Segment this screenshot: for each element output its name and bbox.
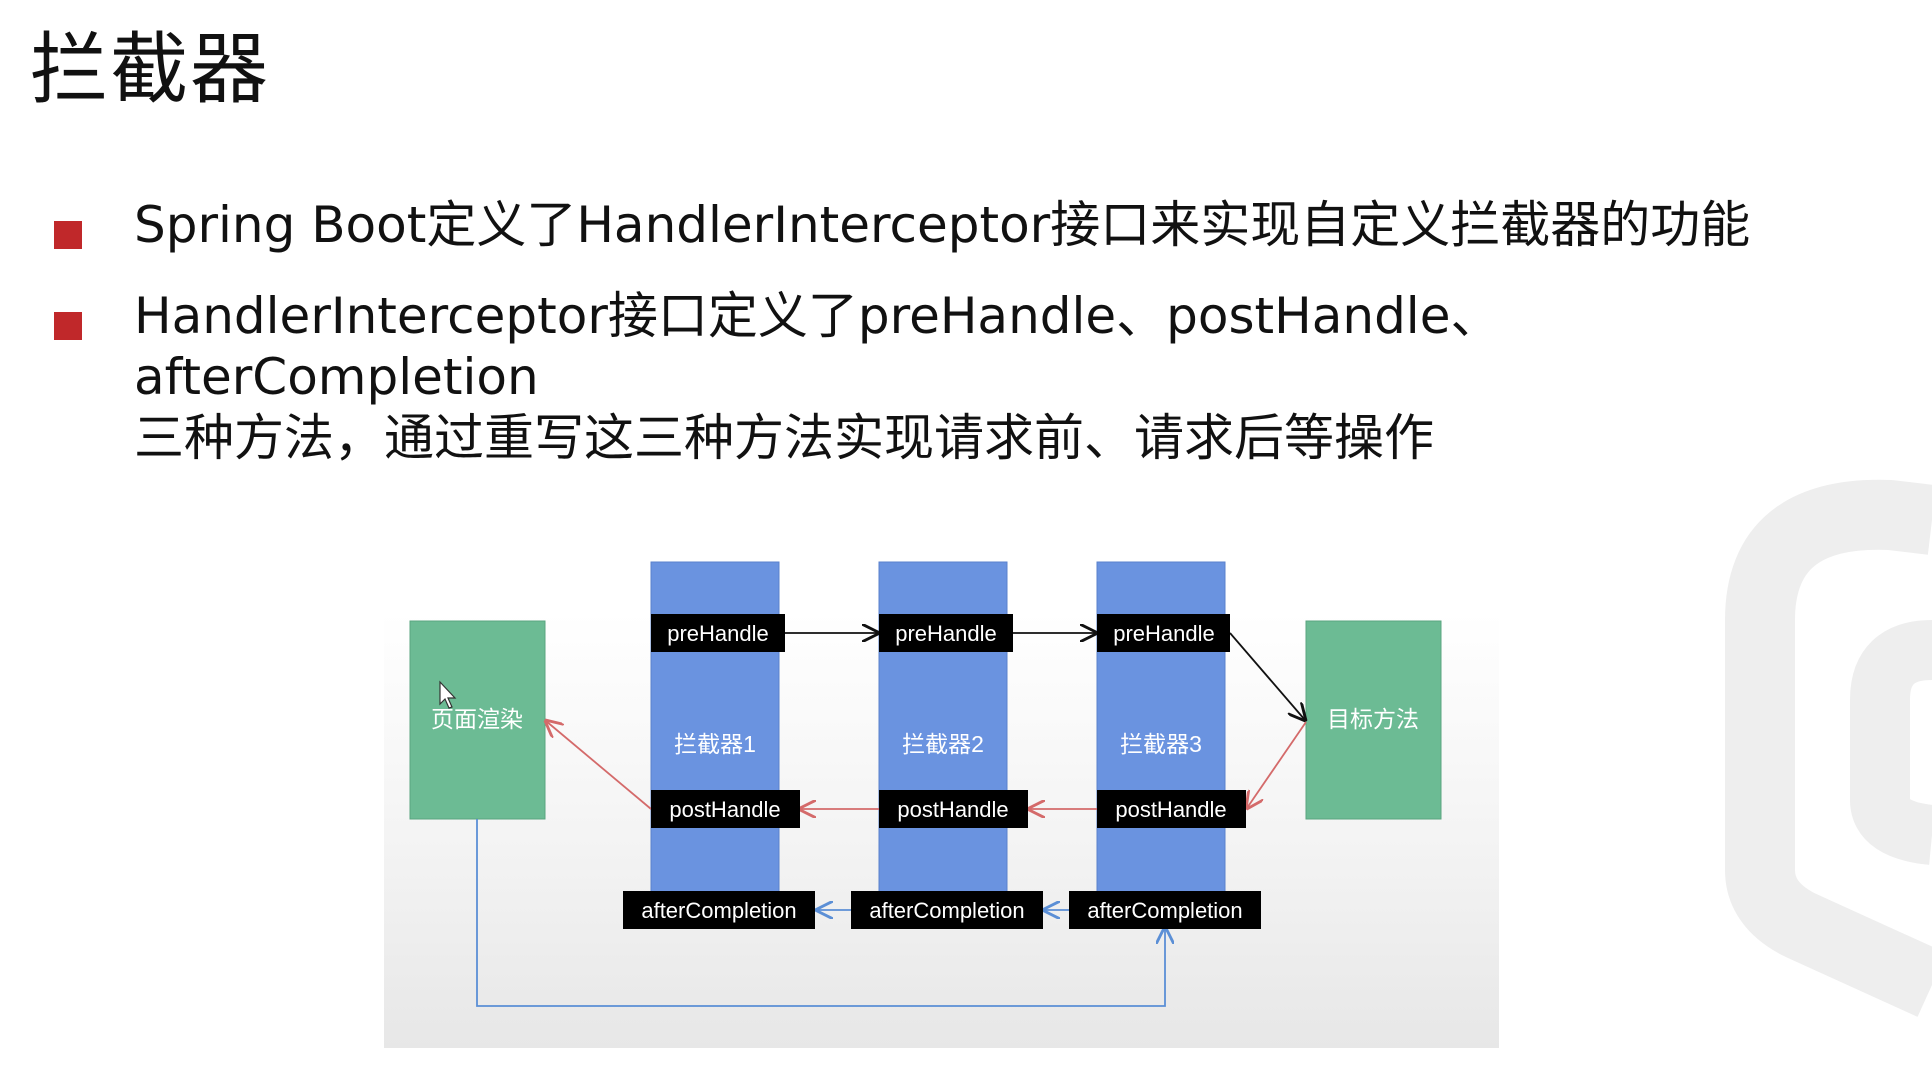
interceptor-column-2 <box>878 561 1008 893</box>
interceptor-label-3: 拦截器3 <box>1120 731 1202 757</box>
posthandle-tag-2 <box>879 790 1028 828</box>
page-render-box <box>409 620 546 820</box>
bullet-square-icon <box>54 221 82 249</box>
prehandle-tag-2 <box>879 614 1013 652</box>
post-arrow-target-3 <box>1247 721 1307 808</box>
interceptor-label-2: 拦截器2 <box>902 731 984 757</box>
bullet-list: Spring Boot定义了HandlerInterceptor接口来实现自定义… <box>54 195 1894 499</box>
prehandle-label-2: preHandle <box>895 621 997 646</box>
aftercompletion-tag-3 <box>1069 891 1261 929</box>
target-method-label: 目标方法 <box>1327 706 1419 732</box>
mouse-cursor-icon <box>439 680 457 709</box>
bullet-item: Spring Boot定义了HandlerInterceptor接口来实现自定义… <box>54 195 1894 256</box>
slide-title: 拦截器 <box>30 25 271 115</box>
bullet-square-icon <box>54 312 82 340</box>
aftercompletion-label-3: afterCompletion <box>1087 898 1242 923</box>
bullet-text: Spring Boot定义了HandlerInterceptor接口来实现自定义… <box>134 196 1751 254</box>
interceptor-label-1: 拦截器1 <box>674 731 756 757</box>
aftercompletion-label-2: afterCompletion <box>869 898 1024 923</box>
post-arrow-1-render <box>546 721 652 810</box>
aftercompletion-label-1: afterCompletion <box>641 898 796 923</box>
after-arrow-render-3 <box>476 819 1165 1007</box>
aftercompletion-tag-1 <box>623 891 815 929</box>
posthandle-label-2: postHandle <box>897 797 1008 822</box>
posthandle-label-3: postHandle <box>1115 797 1226 822</box>
prehandle-label-3: preHandle <box>1113 621 1215 646</box>
interceptor-column-3 <box>1096 561 1226 893</box>
prehandle-label-1: preHandle <box>667 621 769 646</box>
pre-arrow-3-target <box>1229 632 1305 720</box>
prehandle-tag-1 <box>651 614 785 652</box>
aftercompletion-tag-2 <box>851 891 1043 929</box>
posthandle-tag-3 <box>1097 790 1246 828</box>
prehandle-tag-3 <box>1097 614 1230 652</box>
bullet-text-continued: 三种方法，通过重写这三种方法实现请求前、请求后等操作 <box>134 409 1434 467</box>
bullet-text: HandlerInterceptor接口定义了preHandle、postHan… <box>134 287 1501 406</box>
posthandle-label-1: postHandle <box>669 797 780 822</box>
page-render-label: 页面渲染 <box>431 706 523 732</box>
bullet-item: HandlerInterceptor接口定义了preHandle、postHan… <box>54 286 1894 469</box>
target-method-box <box>1305 620 1442 820</box>
interceptor-column-1 <box>650 561 780 893</box>
posthandle-tag-1 <box>651 790 800 828</box>
